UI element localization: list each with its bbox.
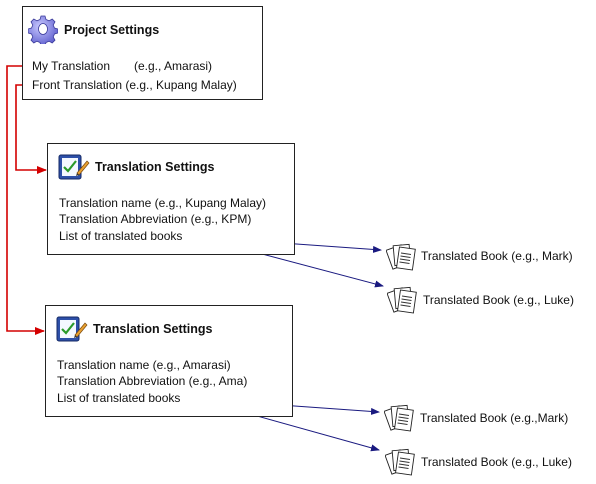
- translated-book-label: Translated Book (e.g., Luke): [421, 455, 572, 469]
- my-translation-label: My Translation: [32, 59, 111, 73]
- document-stack-icon: [387, 286, 417, 314]
- document-stack-icon: [385, 448, 415, 476]
- front-translation-line: Front Translation (e.g., Kupang Malay): [32, 78, 237, 92]
- translated-book-label: Translated Book (e.g.,Mark): [420, 411, 569, 425]
- translation-settings-title: Translation Settings: [95, 160, 215, 174]
- translated-books-list-line: List of translated books: [57, 391, 181, 405]
- translation-abbreviation-line: Translation Abbreviation (e.g., Ama): [57, 374, 248, 388]
- translation-name-line: Translation name (e.g., Kupang Malay): [59, 196, 266, 210]
- document-stack-icon: [386, 243, 416, 271]
- checklist-pen-icon: [56, 316, 88, 342]
- project-settings-title: Project Settings: [64, 23, 160, 37]
- my-translation-link: [6, 65, 45, 335]
- document-stack-icon: [384, 404, 414, 432]
- translation-settings-box: Translation Settings Translation name (e…: [47, 143, 295, 255]
- translation-abbreviation-line: Translation Abbreviation (e.g., KPM): [59, 212, 252, 226]
- translated-books-list-line: List of translated books: [59, 229, 183, 243]
- checklist-pen-icon: [58, 154, 90, 180]
- translated-book-label: Translated Book (e.g., Mark): [421, 249, 573, 263]
- translation-name-line: Translation name (e.g., Amarasi): [57, 358, 231, 372]
- my-translation-example: (e.g., Amarasi): [134, 59, 213, 73]
- translated-book-label: Translated Book (e.g., Luke): [423, 293, 574, 307]
- translation-settings-box: Translation Settings Translation name (e…: [45, 305, 293, 417]
- translation-settings-title: Translation Settings: [93, 322, 213, 336]
- gear-icon: [28, 15, 58, 44]
- project-settings-box: Project Settings My Translation (e.g., A…: [22, 6, 263, 100]
